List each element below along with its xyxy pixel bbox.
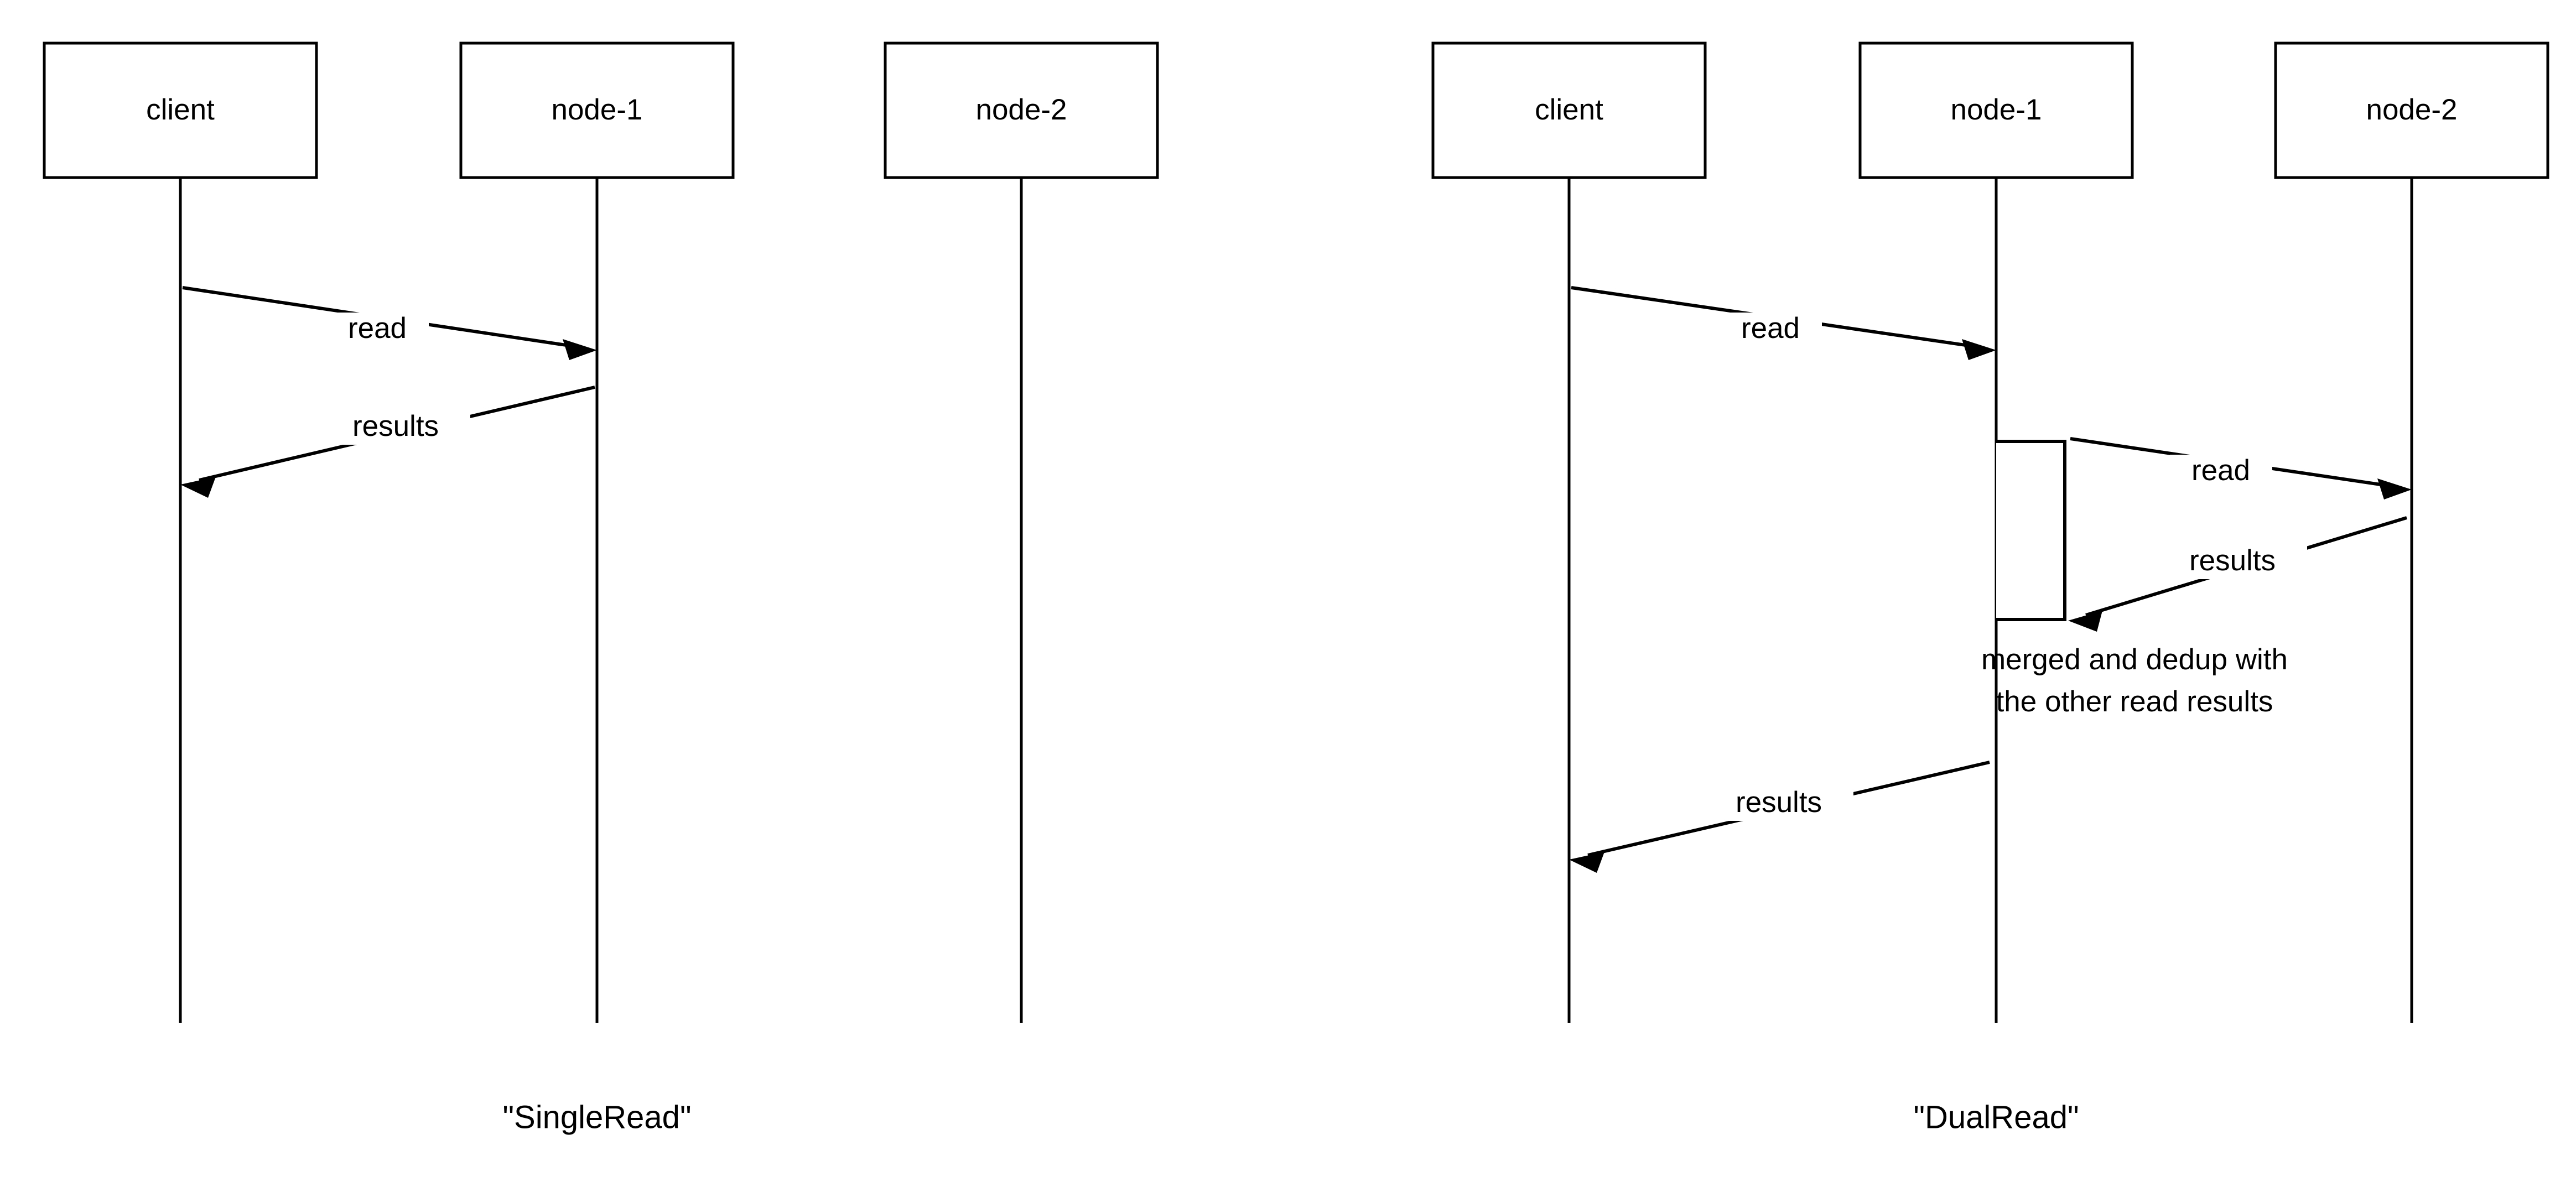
arrow-head-icon [1569,852,1604,873]
message-label-read: read [2191,454,2250,487]
participant-node-2-left[interactable]: node-2 [884,41,1159,1023]
participant-box-client[interactable] [43,41,318,179]
participant-label-client: client [1535,93,1603,126]
label-backdrop-read [2170,455,2272,489]
participant-box-client[interactable] [1431,41,1707,179]
note-merged-dedup: merged and dedup with the other read res… [1981,643,2288,718]
arrow-head-icon [2068,611,2102,632]
participant-label-node-1: node-1 [1950,93,2042,126]
message-label-read: read [1741,312,1800,345]
message-read-client-to-node-1[interactable]: read [182,286,597,360]
activation-box-node-1 [1996,440,2066,621]
label-backdrop-read [326,313,429,347]
message-results-node-1-to-client[interactable]: results [180,386,595,498]
participant-label-client: client [146,93,215,126]
participant-node-1-right[interactable]: node-1 [1858,41,2134,1023]
participant-box-node-1[interactable] [459,41,735,179]
participant-box-node-2[interactable] [884,41,1159,179]
message-read-node-1-to-node-2[interactable]: read [2070,437,2412,499]
panel-caption-single-read: "SingleRead" [502,1099,691,1135]
message-label-results: results [352,410,439,443]
arrow-head-icon [1962,339,1996,360]
message-label-results: results [2189,544,2276,577]
participant-label-node-1: node-1 [551,93,642,126]
note-line-1: merged and dedup with [1981,643,2288,676]
participant-client-left[interactable]: client [43,41,318,1023]
note-line-2: the other read results [1996,685,2273,718]
arrow-head-icon [180,477,216,498]
message-label-read: read [348,312,407,345]
label-backdrop-results [321,410,470,445]
label-backdrop-read [1720,313,1822,347]
panel-caption-dual-read: "DualRead" [1913,1099,2079,1135]
participant-label-node-2: node-2 [2366,93,2457,126]
participant-client-right[interactable]: client [1431,41,1707,1023]
participant-node-2-right[interactable]: node-2 [2274,41,2549,1023]
activation-bar [1996,440,2066,621]
participant-label-node-2: node-2 [975,93,1067,126]
arrow-head-icon [2377,478,2412,499]
arrow-head-icon [563,339,597,360]
message-results-node-2-to-node-1[interactable]: results [2068,516,2407,632]
label-backdrop-results [2158,545,2307,579]
panel-single-read: client node-1 node-2 read [43,41,1159,1135]
message-read-client-to-node-1[interactable]: read [1571,286,1996,360]
message-results-node-1-to-client[interactable]: results [1569,761,1990,873]
participant-node-1-left[interactable]: node-1 [459,41,735,1023]
label-backdrop-results [1704,787,1853,821]
message-label-results: results [1736,786,1822,819]
panel-dual-read: client node-1 node-2 [1431,41,2549,1135]
participant-box-node-2[interactable] [2274,41,2549,179]
